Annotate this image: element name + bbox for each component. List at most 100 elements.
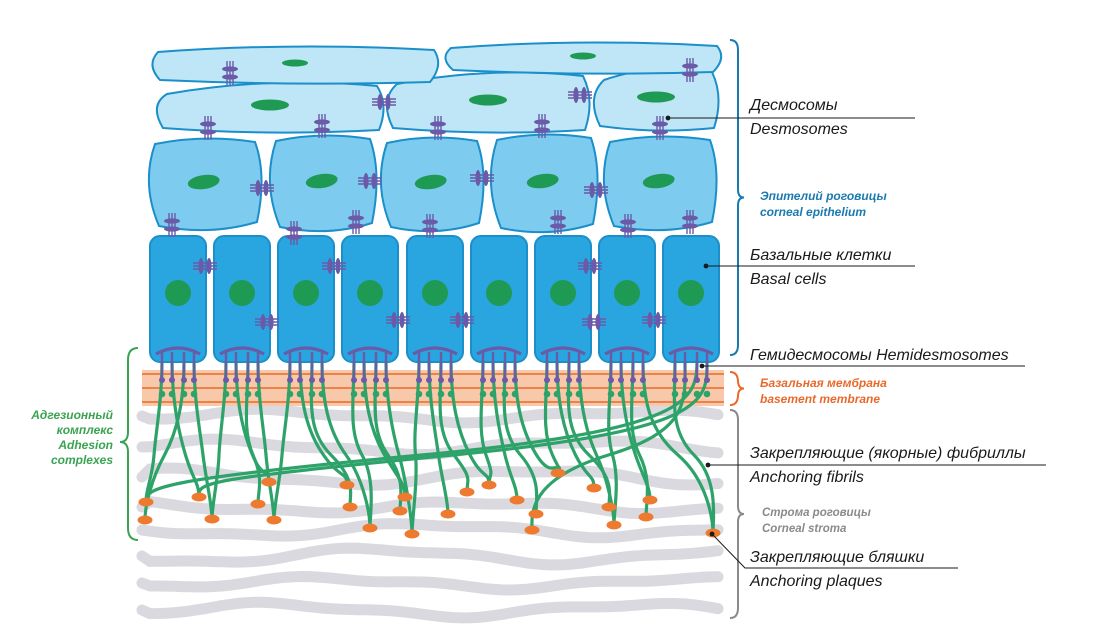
hemidesmosome-knob (383, 377, 389, 383)
bracket-basement-membrane (729, 371, 745, 406)
anchoring-fibril (144, 358, 164, 504)
label-adhesion-ru-2: комплекс (56, 423, 113, 437)
anchoring-plaque (638, 512, 654, 522)
desmosome (642, 312, 666, 328)
hemidesmosome-knob (159, 377, 165, 383)
desmosome-plaque (391, 312, 397, 328)
desmosome (314, 114, 330, 138)
anchoring-fibril-node (425, 390, 433, 398)
anchoring-fibril-node (553, 390, 561, 398)
anchoring-fibril (479, 358, 493, 487)
label-adhesion-en-1: Adhesion (58, 438, 113, 452)
label-adhesion-complex: Адгезионный комплекс Adhesion complexes (10, 408, 113, 468)
desmosome-plaque (348, 215, 364, 221)
basal-cell-nucleus (486, 280, 512, 306)
hemidesmosome-knob (640, 377, 646, 383)
desmosome-plaque (206, 258, 212, 274)
desmosome-plaque (463, 312, 469, 328)
hemidesmosome-knob (480, 377, 486, 383)
anchoring-fibril-node (639, 390, 647, 398)
desmosome (348, 210, 364, 234)
anchoring-plaque (459, 487, 475, 497)
label-basal-ru: Базальные клетки (750, 247, 892, 264)
desmosome-plaque (620, 219, 636, 225)
label-hemidesmosomes: Гемидесмосомы Hemidesmosomes (750, 347, 1009, 364)
anchoring-fibril-node (222, 390, 230, 398)
desmosome-plaque (377, 94, 383, 110)
hemidesmosome-plaque (476, 346, 522, 356)
anchoring-plaque (138, 497, 154, 507)
hemidesmosome-knob (490, 377, 496, 383)
anchoring-fibril-node (158, 390, 166, 398)
hemidesmosome-knob (672, 377, 678, 383)
hemidesmosome-knob (512, 377, 518, 383)
hemidesmosome-knob (169, 377, 175, 383)
hemidesmosome-knob (608, 377, 614, 383)
anchoring-fibril (513, 358, 560, 475)
desmosome-plaque (550, 215, 566, 221)
desmosome-plaque (348, 223, 364, 229)
desmosome-plaque (422, 219, 438, 225)
anchoring-fibril-node (629, 390, 637, 398)
desmosome-plaque (587, 314, 593, 330)
desmosome-plaque (682, 71, 698, 77)
anchoring-fibril-node (575, 390, 583, 398)
desmosome-plaque (475, 170, 481, 186)
hemidesmosome-knob (502, 377, 508, 383)
stroma-collagen-band (136, 596, 724, 624)
anchoring-fibril (320, 358, 372, 530)
squamous-cell-nucleus (469, 94, 507, 106)
anchoring-fibril-node (244, 390, 252, 398)
desmosome-plaque (455, 312, 461, 328)
hemidesmosome-plaque (347, 346, 393, 356)
desmosome (386, 312, 410, 328)
hemidesmosome-knob (319, 377, 325, 383)
leader-lines-layer (665, 115, 1046, 569)
bracket-adhesion-complex (119, 347, 139, 541)
basal-cell-nucleus (614, 280, 640, 306)
hemidesmosome-knob (287, 377, 293, 383)
desmosome-plaque (198, 258, 204, 274)
hemidesmosome-knob (694, 377, 700, 383)
desmosome-plaque (422, 227, 438, 233)
desmosome (450, 312, 474, 328)
hemidesmosome-knob (297, 377, 303, 383)
anchoring-fibril-node (296, 390, 304, 398)
desmosome (620, 214, 636, 238)
bracket-corneal-stroma (729, 409, 745, 619)
anchoring-plaque (642, 495, 658, 505)
desmosome (534, 114, 550, 138)
basal-cell-nucleus (678, 280, 704, 306)
desmosome-plaque (581, 87, 587, 103)
leader-anchoring-fibrils-dot (705, 462, 711, 468)
anchoring-fibril-node (671, 390, 679, 398)
hemidesmosome-knob (233, 377, 239, 383)
squamous-cell-nucleus (251, 99, 289, 111)
desmosomes-layer (164, 58, 698, 330)
hemidesmosome-knob (255, 377, 261, 383)
desmosome-plaque (550, 223, 566, 229)
anchoring-plaque (339, 480, 355, 490)
desmosome-plaque (682, 223, 698, 229)
leader-anchoring-plaques (711, 533, 958, 569)
desmosome (250, 180, 274, 196)
label-fibrils-en: Anchoring fibrils (750, 469, 864, 486)
anchoring-plaque (524, 525, 540, 535)
basal-cell-nucleus (422, 280, 448, 306)
anchoring-fibril-node (372, 390, 380, 398)
anchoring-fibril-node (415, 390, 423, 398)
desmosome-plaque (682, 63, 698, 69)
label-plaques-ru: Закрепляющие бляшки (750, 549, 925, 566)
hemidesmosome-knob (682, 377, 688, 383)
hemidesmosome-knob (373, 377, 379, 383)
anchoring-fibril-node (382, 390, 390, 398)
desmosome-plaque (583, 258, 589, 274)
desmosome-plaque (164, 226, 180, 232)
desmosome-plaque (314, 119, 330, 125)
anchoring-plaque (137, 515, 153, 525)
anchoring-plaque (342, 502, 358, 512)
hemidesmosome-plaque (540, 346, 586, 356)
desmosome (372, 94, 396, 110)
stroma-collagen-band (136, 403, 724, 429)
